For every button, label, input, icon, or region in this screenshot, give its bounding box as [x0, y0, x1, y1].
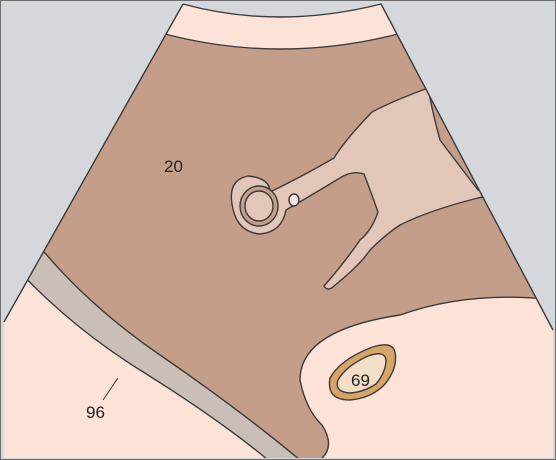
small-vessel-dot — [289, 194, 299, 206]
liver-label: 20 — [164, 157, 183, 176]
kidney-label: 69 — [351, 371, 370, 390]
wall-label: 96 — [86, 403, 105, 422]
vessel-ring-lumen — [245, 191, 273, 221]
